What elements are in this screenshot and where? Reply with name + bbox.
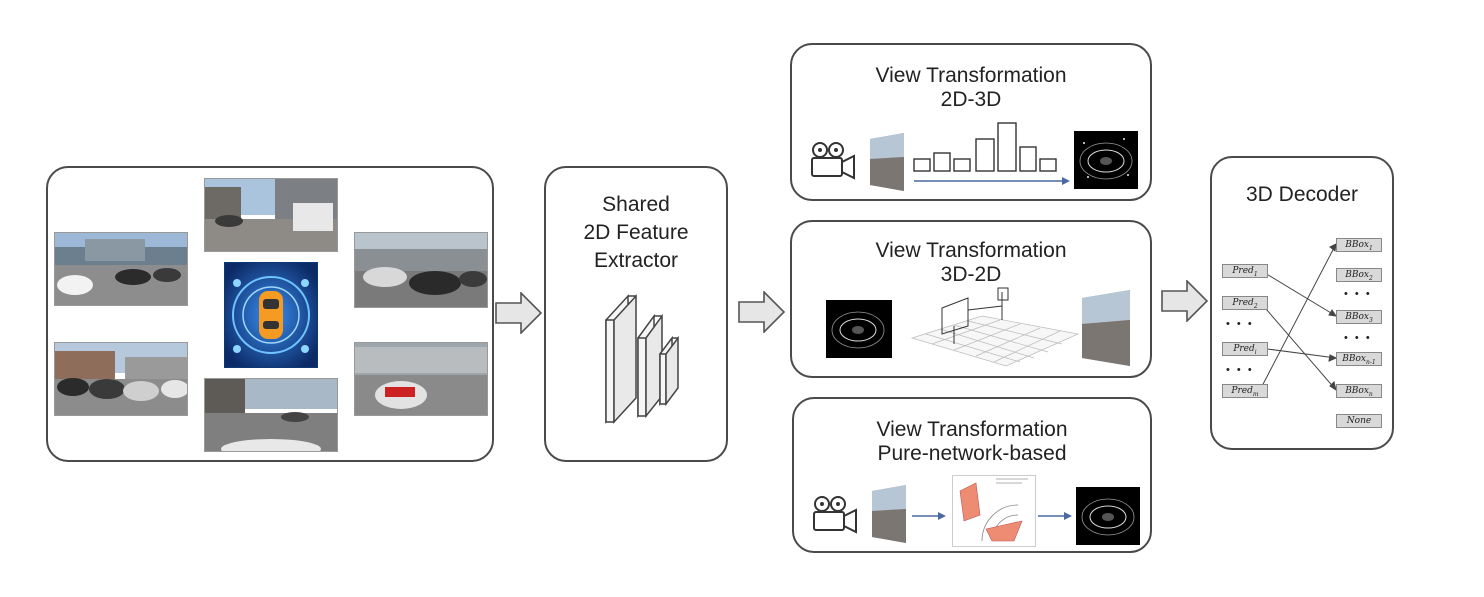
flow-arrow-2	[738, 291, 786, 333]
feature-extractor-panel: Shared 2D Feature Extractor	[544, 166, 728, 462]
bbox-target-2-label: BBox	[1345, 270, 1369, 280]
camera-image-front-right	[354, 232, 488, 308]
pred-query-4: Predm	[1222, 384, 1268, 398]
decoder-panel: 3D Decoder • • • • • • • • • • • • Pred1…	[1210, 156, 1394, 450]
pred-ellipsis: • • •	[1226, 364, 1254, 376]
bbox-target-1-label: BBox	[1345, 240, 1369, 250]
bbox-target-5-subscript: n	[1368, 390, 1373, 398]
cnn-layers-graphic	[598, 292, 688, 428]
pred-query-1-label: Pred	[1232, 266, 1254, 276]
image-plane-thumbnail	[872, 485, 908, 543]
vt-2d3d-title: View Transformation	[875, 64, 1067, 87]
vt-3d2d-title: View Transformation	[875, 239, 1067, 262]
camera-image-front-left	[54, 232, 188, 306]
bbox-target-4-label: BBox	[1342, 354, 1366, 364]
bbox-target-2-subscript: 2	[1368, 274, 1373, 282]
bbox-target-3: BBox3	[1336, 310, 1382, 324]
bbox-target-3-label: BBox	[1345, 312, 1369, 322]
camera-icon	[810, 495, 860, 535]
bbox-target-4: BBoxn-1	[1336, 352, 1382, 366]
flow-arrow-1	[495, 292, 543, 334]
extractor-title-line-2: 2D Feature	[583, 221, 689, 244]
image-plane-output	[1082, 290, 1132, 366]
bbox-target-5-label: BBox	[1345, 386, 1369, 396]
bbox-target-3-subscript: 3	[1368, 316, 1373, 324]
decoder-title: 3D Decoder	[1245, 183, 1359, 206]
bbox-target-6-label: None	[1346, 416, 1372, 426]
extractor-title-line-1: Shared	[602, 193, 670, 216]
bbox-target-1-subscript: 1	[1368, 244, 1373, 252]
pred-query-2: Pred2	[1222, 296, 1268, 310]
vt-2d3d-subtitle: 2D-3D	[940, 88, 1002, 111]
camera-icon	[808, 141, 858, 181]
projection-grid-diagram	[902, 286, 1082, 370]
pred-query-4-subscript: m	[1252, 390, 1259, 398]
vt-net-subtitle: Pure-network-based	[877, 442, 1067, 465]
bbox-target-4-subscript: n-1	[1366, 358, 1376, 366]
bbox-target-1: BBox1	[1336, 238, 1382, 252]
camera-image-back-right	[354, 342, 488, 416]
bbox-target-2: BBox2	[1336, 268, 1382, 282]
pred-query-2-subscript: 2	[1253, 302, 1258, 310]
view-transformation-network-panel: View Transformation Pure-network-based	[792, 397, 1152, 553]
bbox-target-5: BBoxn	[1336, 384, 1382, 398]
pred-query-4-label: Pred	[1231, 386, 1253, 396]
view-transformation-2d-3d-panel: View Transformation 2D-3D	[790, 43, 1152, 201]
camera-image-back	[204, 378, 338, 452]
depth-distribution-bins	[912, 121, 1072, 187]
vt-3d2d-subtitle: 3D-2D	[940, 263, 1002, 286]
matching-lines	[1259, 243, 1338, 392]
ego-vehicle-sensor-graphic	[224, 262, 318, 368]
bbox-ellipsis: • • •	[1344, 332, 1372, 344]
camera-image-front	[204, 178, 338, 252]
camera-image-back-left	[54, 342, 188, 416]
pred-query-3-subscript: i	[1254, 348, 1257, 356]
pred-query-1-subscript: 1	[1253, 270, 1258, 278]
pred-query-3-label: Pred	[1233, 344, 1255, 354]
bev-point-cloud-output	[1076, 487, 1140, 545]
pred-ellipsis: • • •	[1226, 318, 1254, 330]
pred-query-2-label: Pred	[1232, 298, 1254, 308]
bbox-ellipsis: • • •	[1344, 288, 1372, 300]
image-plane-thumbnail	[870, 133, 906, 191]
bev-point-cloud-input	[826, 300, 892, 358]
bev-point-cloud-output	[1074, 131, 1138, 189]
arrow-to-network	[912, 511, 946, 521]
extractor-title-line-3: Extractor	[593, 249, 679, 272]
pred-query-3: Predi	[1222, 342, 1268, 356]
pred-query-1: Pred1	[1222, 264, 1268, 278]
network-transform-figure	[952, 475, 1036, 547]
vt-net-title: View Transformation	[876, 418, 1068, 441]
arrow-to-bev	[1038, 511, 1072, 521]
view-transformation-3d-2d-panel: View Transformation 3D-2D	[790, 220, 1152, 378]
bbox-target-6: None	[1336, 414, 1382, 428]
camera-images-panel	[46, 166, 494, 462]
flow-arrow-3	[1161, 280, 1209, 322]
